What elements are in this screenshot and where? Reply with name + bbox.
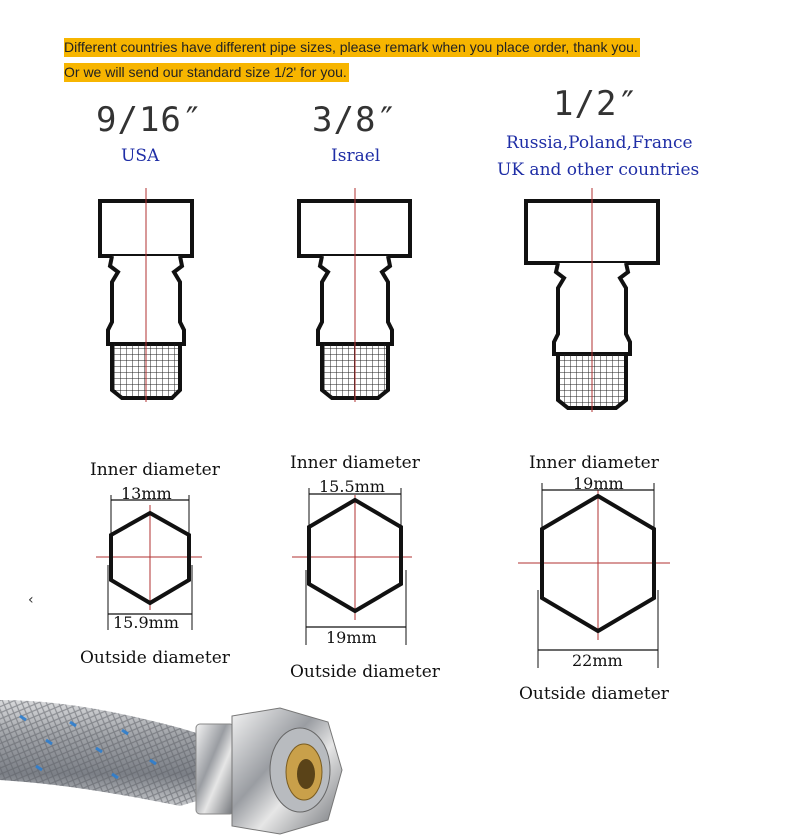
size-label-9-16: 9/16″ <box>96 100 204 140</box>
country-israel: Israel <box>331 146 381 166</box>
chevron-left-icon[interactable]: ‹ <box>28 592 34 608</box>
outer-diameter-value: 22mm <box>572 651 623 670</box>
outside-diameter-label: Outside diameter <box>519 684 669 704</box>
outside-diameter-label: Outside diameter <box>80 648 230 668</box>
inner-diameter-label: Inner diameter <box>529 453 659 473</box>
country-usa: USA <box>121 146 160 166</box>
country-russia-poland-france: Russia,Poland,France <box>506 133 693 153</box>
hexagon-diagram-9-16 <box>96 495 202 630</box>
inner-diameter-label: Inner diameter <box>90 460 220 480</box>
country-uk-and-others: UK and other countries <box>497 160 700 180</box>
inner-diameter-value: 19mm <box>573 474 624 493</box>
inner-diameter-value: 15.5mm <box>319 477 385 496</box>
outer-diameter-value: 19mm <box>326 628 377 647</box>
inner-diameter-label: Inner diameter <box>290 453 420 473</box>
size-label-1-2: 1/2″ <box>553 84 639 124</box>
hexagon-diagram-1-2 <box>518 483 670 668</box>
notice-line-1: Different countries have different pipe … <box>64 38 640 57</box>
notice-line-2: Or we will send our standard size 1/2' f… <box>64 63 349 82</box>
hexagon-diagram-3-8 <box>292 488 412 645</box>
inner-diameter-value: 13mm <box>121 484 172 503</box>
braided-hose-image <box>0 700 343 835</box>
outside-diameter-label: Outside diameter <box>290 662 440 682</box>
outer-diameter-value: 15.9mm <box>113 613 179 632</box>
size-label-3-8: 3/8″ <box>312 100 398 140</box>
